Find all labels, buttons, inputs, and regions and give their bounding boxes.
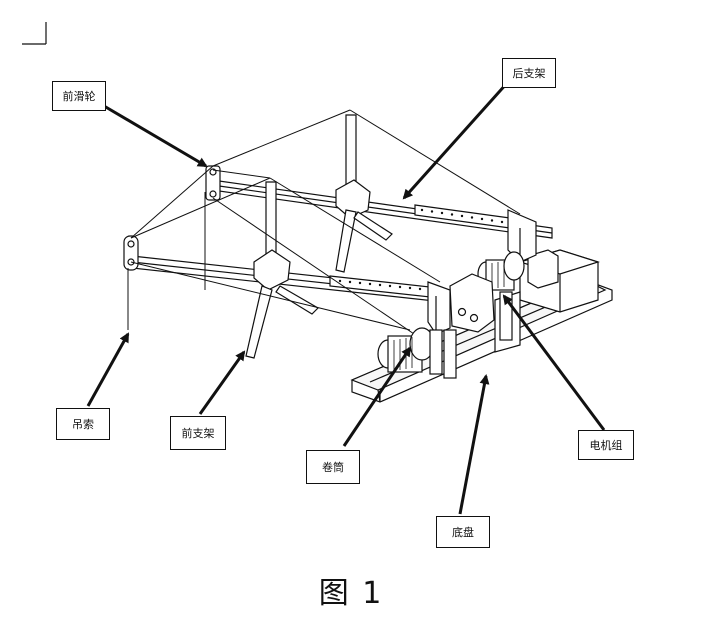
drum-near <box>377 327 443 375</box>
front-bracket-frame <box>131 181 463 359</box>
stay-cables <box>127 109 521 339</box>
leader-arrows <box>86 80 606 515</box>
label-motor-unit: 电机组 <box>578 430 634 460</box>
label-base: 底盘 <box>436 516 490 548</box>
label-rear-bracket: 后支架 <box>502 58 556 88</box>
label-base-text: 底盘 <box>452 526 474 539</box>
rear-bracket-frame <box>211 114 553 273</box>
label-rear-bracket-text: 后支架 <box>512 67 546 80</box>
label-front-pulley: 前滑轮 <box>52 81 106 111</box>
motor-body <box>443 273 513 379</box>
label-drum-text: 卷筒 <box>322 461 344 474</box>
front-pulley <box>205 165 221 201</box>
hook-pulley <box>123 235 139 271</box>
corner-mark <box>22 22 47 45</box>
label-front-bracket-text: 前支架 <box>181 427 215 440</box>
label-hoist-cable-text: 吊索 <box>72 418 94 431</box>
label-motor-unit-text: 电机组 <box>589 439 623 452</box>
figure-caption: 图 1 <box>318 576 384 611</box>
label-hoist-cable: 吊索 <box>56 408 110 440</box>
label-drum: 卷筒 <box>306 450 360 484</box>
label-front-pulley-text: 前滑轮 <box>62 90 96 103</box>
label-front-bracket: 前支架 <box>170 416 226 450</box>
